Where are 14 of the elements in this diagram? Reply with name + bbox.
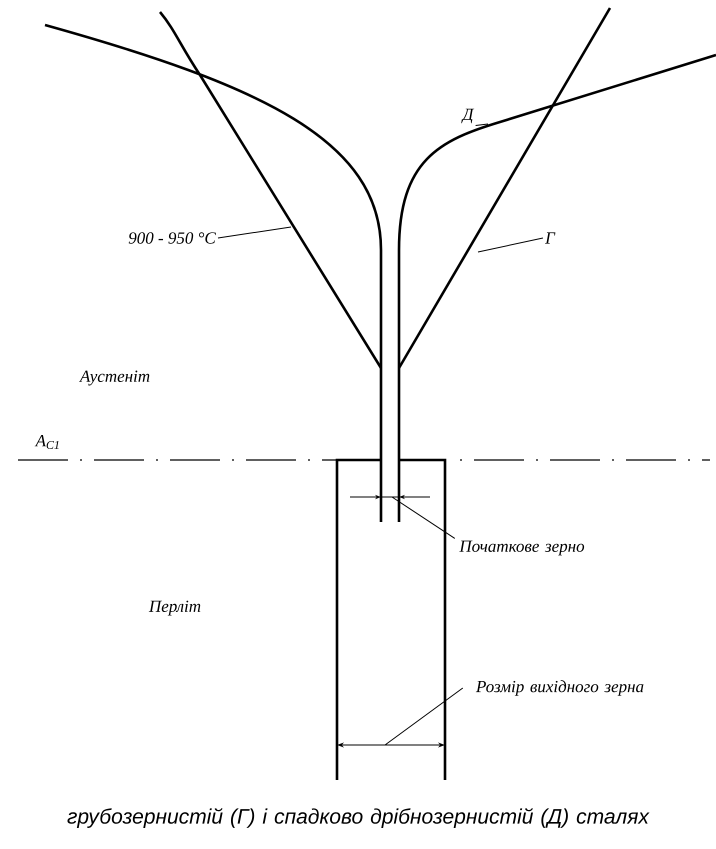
region-label: Перліт bbox=[148, 600, 200, 616]
callout-text: Г bbox=[545, 232, 556, 244]
callout-text: Розмір вихідного зерна bbox=[476, 680, 644, 696]
callout-text: 900 - 950 °C bbox=[128, 232, 216, 244]
callout-text: Початкове зерно bbox=[459, 540, 584, 556]
leader-line bbox=[475, 124, 488, 126]
caption: грубозернистій (Г) і спадково дрібнозернистій (Д) сталях bbox=[67, 808, 650, 828]
callout-text: Д bbox=[461, 108, 474, 124]
leader-line bbox=[392, 496, 456, 539]
leader-line bbox=[478, 238, 544, 252]
region-label: Аустеніт bbox=[79, 370, 150, 386]
leader-line bbox=[217, 226, 292, 238]
region-label: A$_{C1}$ bbox=[34, 435, 59, 449]
leader-line bbox=[384, 688, 464, 746]
